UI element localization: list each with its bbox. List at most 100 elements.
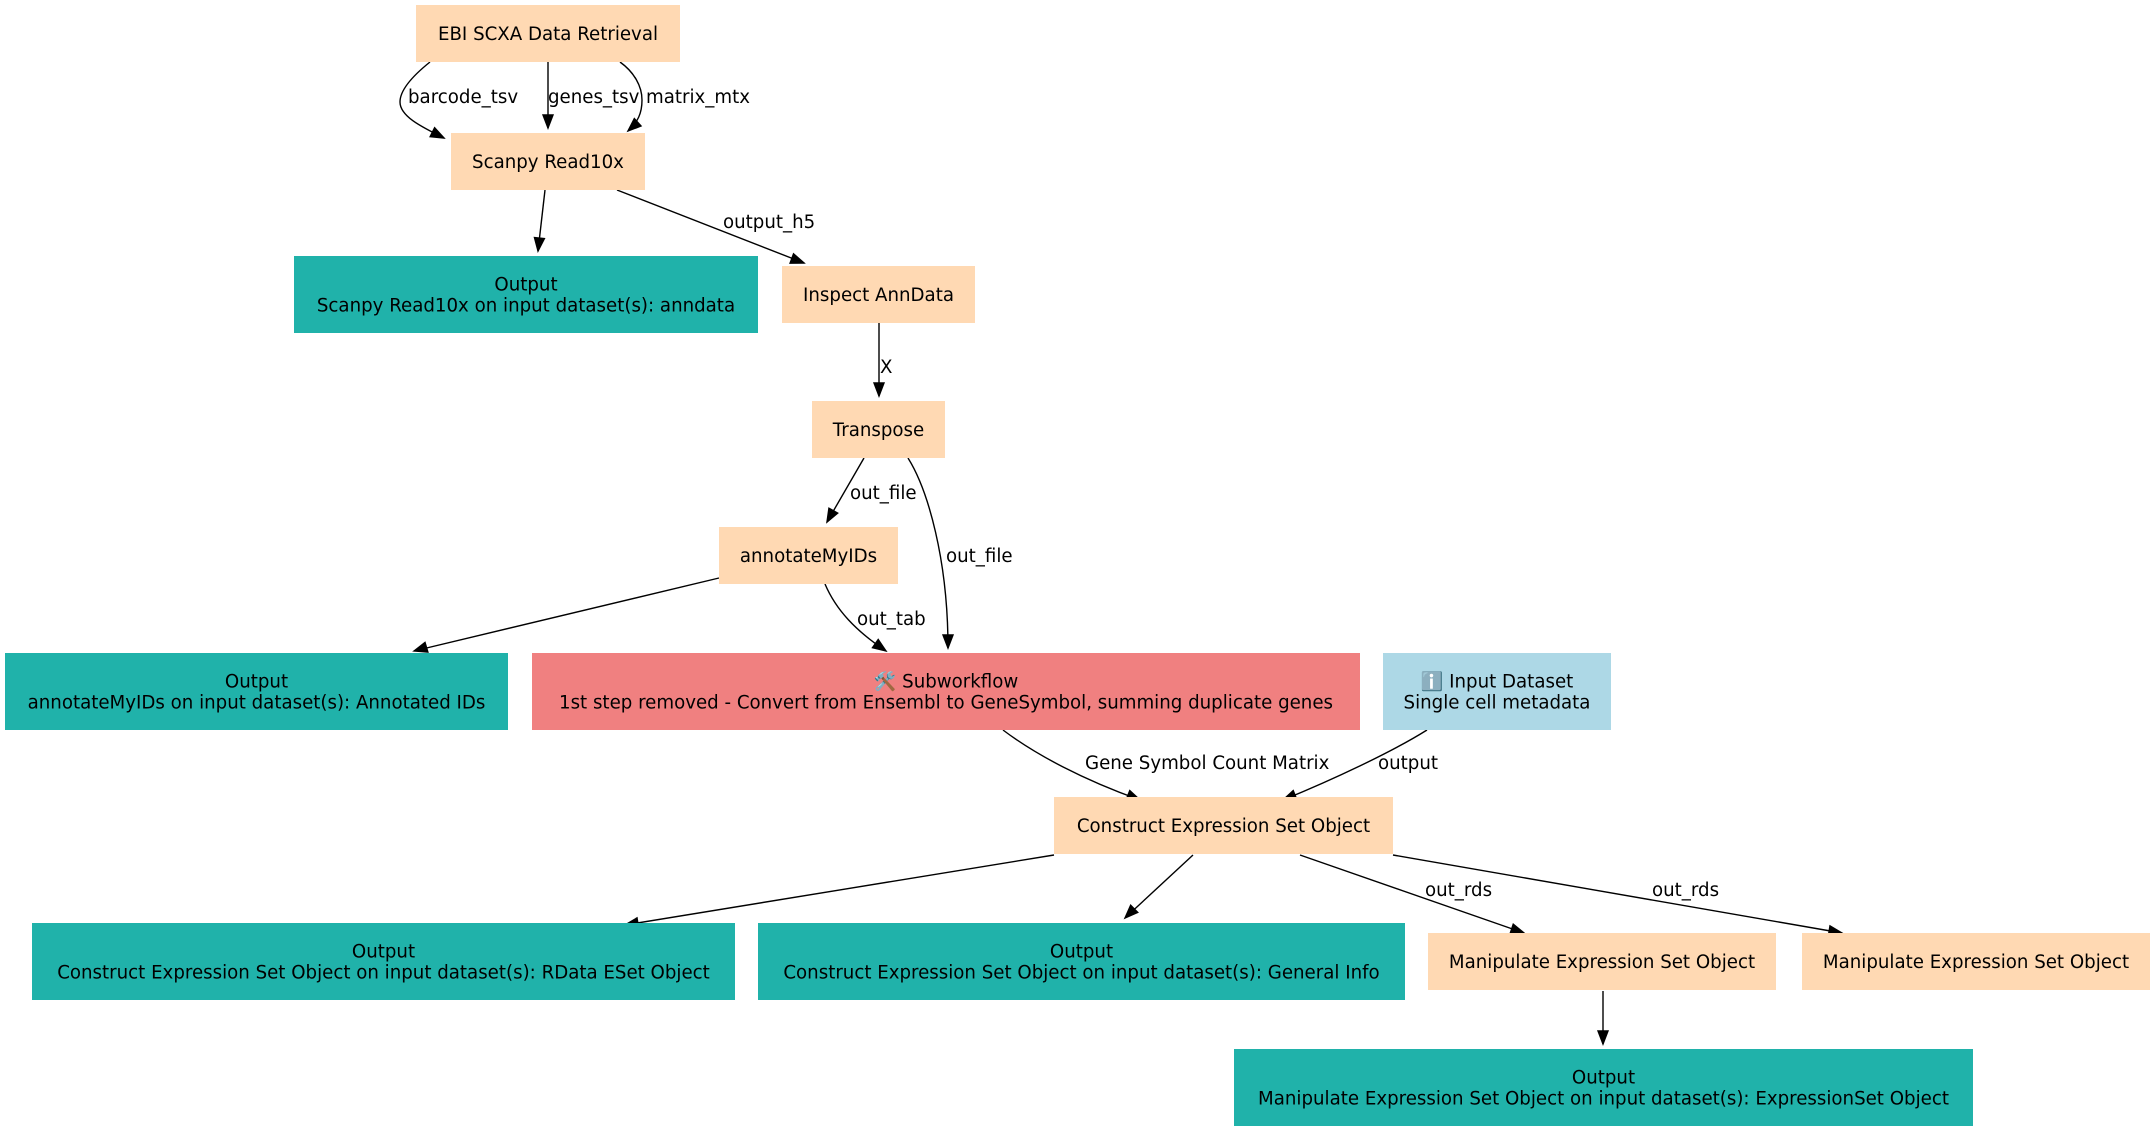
edge-label: barcode_tsv (408, 87, 518, 108)
edge-construct-to-manip2: out_rds (1392, 854, 1844, 937)
edge-construct-to-out_rdata (623, 854, 1055, 929)
node-box (782, 266, 975, 323)
node-box (451, 133, 645, 190)
node-box (812, 401, 945, 458)
node-box (1054, 797, 1393, 854)
arrowhead-icon (789, 252, 806, 264)
arrowhead-icon (412, 641, 429, 653)
node-box (719, 527, 898, 584)
arrowhead-icon (941, 634, 955, 650)
edge-label: out_rds (1425, 880, 1492, 901)
node-box (32, 923, 735, 1000)
edge-subworkflow-to-construct: Gene Symbol Count Matrix (1002, 729, 1330, 801)
arrowhead-icon (429, 126, 446, 139)
node-box (294, 256, 758, 333)
node-label: Transpose (832, 420, 924, 441)
node-box (416, 5, 680, 62)
edge-ebi-to-read10x: barcode_tsv (399, 61, 518, 139)
arrowhead-icon (533, 236, 546, 253)
node-heading: Output (494, 275, 557, 296)
arrowhead-icon (1123, 904, 1139, 920)
edge-construct-to-out_general (1123, 854, 1194, 920)
node-label: annotateMyIDs on input dataset(s): Annot… (28, 693, 486, 714)
arrowhead-icon (871, 638, 888, 653)
edge-line (399, 61, 445, 139)
edge-line (1124, 854, 1194, 919)
edge-line (616, 189, 805, 264)
node-heading: Output (1050, 942, 1113, 963)
node-label: Manipulate Expression Set Object (1449, 952, 1755, 973)
edge-label: Gene Symbol Count Matrix (1085, 753, 1330, 774)
edge-transpose-to-annotate: out_file (826, 457, 917, 524)
arrowhead-icon (626, 117, 643, 133)
edge-manip1-to-out_manip (1596, 991, 1610, 1046)
node-label: Construct Expression Set Object on input… (783, 963, 1379, 984)
arrowhead-icon (541, 114, 555, 130)
edge-label: output (1378, 753, 1438, 774)
node-label: Scanpy Read10x on input dataset(s): annd… (317, 296, 735, 317)
node-manip1[interactable]: Manipulate Expression Set Object (1428, 933, 1776, 990)
edge-label: matrix_mtx (646, 87, 750, 108)
edge-label: genes_tsv (548, 87, 640, 108)
node-heading: Output (352, 942, 415, 963)
edge-line (1299, 854, 1525, 934)
edge-label: X (880, 357, 892, 378)
edge-construct-to-manip1: out_rds (1299, 854, 1526, 935)
edge-label: output_h5 (723, 212, 815, 233)
edge-label: out_file (946, 546, 1013, 567)
arrowhead-icon (872, 382, 886, 398)
edge-annotate-to-subworkflow: out_tab (824, 583, 926, 653)
node-label: Single cell metadata (1404, 693, 1591, 714)
node-heading: 🛠️ Subworkflow (874, 670, 1019, 693)
edge-label: out_tab (857, 609, 926, 630)
node-box (758, 923, 1405, 1000)
arrowhead-icon (826, 507, 839, 524)
edge-line (907, 457, 949, 649)
edge-transpose-to-subworkflow: out_file (907, 457, 1013, 650)
node-read10x[interactable]: Scanpy Read10x (451, 133, 645, 190)
node-inspect[interactable]: Inspect AnnData (782, 266, 975, 323)
node-manip2[interactable]: Manipulate Expression Set Object (1802, 933, 2150, 990)
node-box (1383, 653, 1611, 730)
edge-line (624, 854, 1055, 926)
node-box (1234, 1049, 1973, 1126)
node-label: 1st step removed - Convert from Ensembl … (559, 693, 1333, 714)
node-box (5, 653, 508, 730)
node-heading: Output (1572, 1068, 1635, 1089)
edge-line (413, 577, 720, 652)
node-transpose[interactable]: Transpose (812, 401, 945, 458)
edge-ebi-to-read10x: genes_tsv (541, 62, 640, 130)
node-box (532, 653, 1360, 730)
node-label: EBI SCXA Data Retrieval (438, 24, 658, 45)
node-label: Construct Expression Set Object (1077, 816, 1370, 837)
edges-layer: barcode_tsv genes_tsv matrix_mtx output_h5X… (399, 61, 1844, 1046)
edge-line (1282, 729, 1428, 801)
node-box (1428, 933, 1776, 990)
edge-line (1002, 729, 1141, 801)
node-box (1802, 933, 2150, 990)
node-heading: Output (225, 672, 288, 693)
node-label: Inspect AnnData (803, 285, 954, 306)
edge-annotate-to-out_annotate (412, 577, 720, 653)
node-label: Manipulate Expression Set Object (1823, 952, 2129, 973)
node-label: Construct Expression Set Object on input… (57, 963, 710, 984)
node-label: annotateMyIDs (740, 546, 877, 567)
node-annotate[interactable]: annotateMyIDs (719, 527, 898, 584)
edge-inspect-to-transpose: X (872, 323, 892, 398)
edge-label: out_rds (1652, 880, 1719, 901)
edge-read10x-to-inspect: output_h5 (616, 189, 815, 264)
arrowhead-icon (1596, 1030, 1610, 1046)
edge-line (1392, 854, 1843, 934)
node-construct[interactable]: Construct Expression Set Object (1054, 797, 1393, 854)
edge-label: out_file (850, 483, 917, 504)
node-ebi[interactable]: EBI SCXA Data Retrieval (416, 5, 680, 62)
